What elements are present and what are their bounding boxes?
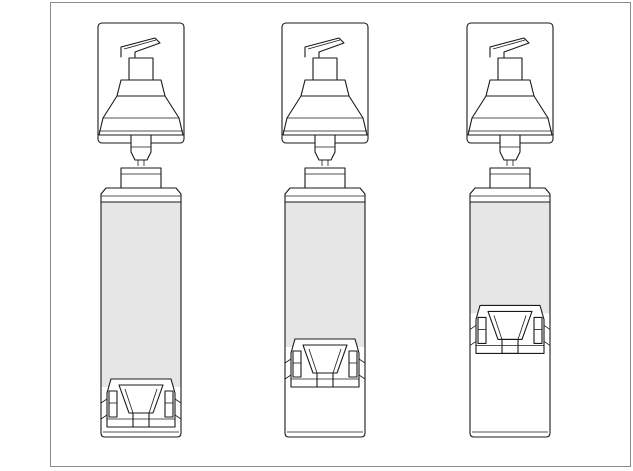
piston-shell bbox=[290, 338, 360, 388]
product-fill bbox=[285, 202, 365, 348]
piston-funnel bbox=[487, 310, 533, 341]
piston-fin-left bbox=[477, 316, 487, 345]
piston-ribs bbox=[308, 348, 342, 374]
actuator-stem bbox=[312, 57, 338, 81]
shoulder-cap bbox=[282, 95, 368, 136]
piston-seal-lower bbox=[100, 414, 182, 420]
actuator-collar bbox=[485, 79, 535, 97]
figure-border bbox=[50, 2, 631, 467]
actuator-stem bbox=[497, 57, 523, 81]
piston-hub bbox=[316, 372, 334, 388]
bottle-body bbox=[284, 201, 366, 438]
follower-piston bbox=[100, 378, 182, 428]
actuator-collar bbox=[300, 79, 350, 97]
nozzle-groove bbox=[492, 39, 526, 50]
piston-ribs bbox=[493, 315, 527, 340]
bottle-neck bbox=[304, 167, 346, 189]
pump-valve bbox=[130, 134, 152, 161]
shoulder-ring bbox=[284, 187, 366, 203]
follower-piston bbox=[284, 338, 366, 388]
piston-shell bbox=[475, 304, 545, 355]
piston-seal-upper bbox=[284, 358, 366, 364]
shoulder-ring bbox=[469, 187, 551, 203]
piston-seal-upper bbox=[469, 325, 551, 330]
piston-ribs bbox=[124, 388, 158, 414]
piston-seal-lower bbox=[469, 341, 551, 346]
nozzle bbox=[120, 37, 161, 61]
bottle-3 bbox=[466, 22, 554, 438]
piston-fin-left bbox=[108, 390, 118, 418]
bottle-body bbox=[100, 201, 182, 438]
bottle-neck bbox=[489, 167, 531, 189]
piston-fin-right bbox=[348, 350, 358, 378]
piston-hub bbox=[501, 338, 519, 355]
shoulder-cap bbox=[467, 95, 553, 136]
nozzle bbox=[489, 37, 530, 61]
piston-funnel bbox=[118, 384, 164, 414]
pump-valve bbox=[499, 134, 521, 161]
piston-funnel bbox=[302, 344, 348, 374]
pump-valve bbox=[314, 134, 336, 161]
piston-fin-left bbox=[292, 350, 302, 378]
nozzle-groove bbox=[123, 39, 157, 50]
shoulder-ring bbox=[100, 187, 182, 203]
bottle-neck bbox=[120, 167, 162, 189]
bottle-1 bbox=[97, 22, 185, 438]
shoulder-cap bbox=[98, 95, 184, 136]
actuator-collar bbox=[116, 79, 166, 97]
bottle-body bbox=[469, 201, 551, 438]
nozzle bbox=[304, 37, 345, 61]
actuator-stem bbox=[128, 57, 154, 81]
piston-fin-right bbox=[164, 390, 174, 418]
bottle-2 bbox=[281, 22, 369, 438]
nozzle-groove bbox=[307, 39, 341, 50]
piston-shell bbox=[106, 378, 176, 428]
piston-fin-right bbox=[533, 316, 543, 345]
piston-seal-upper bbox=[100, 398, 182, 404]
follower-piston bbox=[469, 304, 551, 355]
piston-hub bbox=[132, 412, 150, 428]
product-fill bbox=[101, 202, 181, 387]
piston-seal-lower bbox=[284, 374, 366, 380]
product-fill bbox=[470, 202, 550, 314]
